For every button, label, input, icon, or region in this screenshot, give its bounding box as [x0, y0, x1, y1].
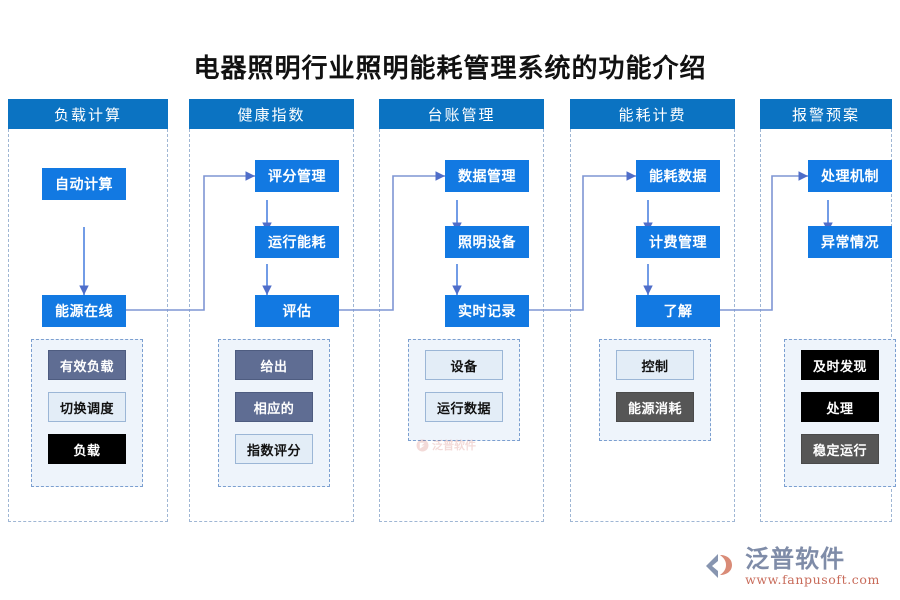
flow-box[interactable]: 处理机制: [808, 160, 892, 192]
tile[interactable]: 负载: [48, 434, 126, 464]
tile[interactable]: 切换调度: [48, 392, 126, 422]
flow-box[interactable]: 异常情况: [808, 226, 892, 258]
flow-box[interactable]: 运行能耗: [255, 226, 339, 258]
column-body: [189, 129, 354, 522]
column-health-index: 健康指数 评分管理 运行能耗 评估 给出 相应的 指数评分: [189, 99, 354, 522]
tile[interactable]: 能源消耗: [616, 392, 694, 422]
watermark-mark-icon: [416, 439, 429, 451]
flow-box[interactable]: 实时记录: [445, 295, 529, 327]
flowchart-board: 负载计算 自动计算 能源在线 有效负载 切换调度 负载 健康指数 评分管理 运行…: [8, 99, 896, 522]
flow-box[interactable]: 了解: [636, 295, 720, 327]
watermark-text: 泛普软件: [432, 440, 476, 452]
fanpu-logo-icon: [702, 548, 738, 584]
flow-box[interactable]: 评估: [255, 295, 339, 327]
column-body: [570, 129, 735, 522]
column-header[interactable]: 台账管理: [379, 99, 544, 129]
column-energy-billing: 能耗计费 能耗数据 计费管理 了解 控制 能源消耗: [570, 99, 735, 522]
sub-group: 控制 能源消耗: [599, 339, 711, 441]
brand-url: www.fanpusoft.com: [745, 571, 880, 587]
column-load-calculation: 负载计算 自动计算 能源在线 有效负载 切换调度 负载: [8, 99, 168, 522]
brand-logo: 泛普软件 www.fanpusoft.com: [702, 545, 880, 587]
column-body: [8, 129, 168, 522]
tile[interactable]: 设备: [425, 350, 503, 380]
sub-group: 给出 相应的 指数评分: [218, 339, 330, 487]
tile[interactable]: 指数评分: [235, 434, 313, 464]
flow-box[interactable]: 计费管理: [636, 226, 720, 258]
sub-group: 设备 运行数据: [408, 339, 520, 441]
brand-name: 泛普软件: [745, 545, 846, 573]
tile[interactable]: 有效负载: [48, 350, 126, 380]
flow-box[interactable]: 能源在线: [42, 295, 126, 327]
flow-box[interactable]: 照明设备: [445, 226, 529, 258]
watermark-logo: 泛普软件: [416, 437, 476, 453]
brand-texts: 泛普软件 www.fanpusoft.com: [745, 545, 880, 587]
column-header[interactable]: 能耗计费: [570, 99, 735, 129]
page-title: 电器照明行业照明能耗管理系统的功能介绍: [193, 54, 707, 84]
column-body: [760, 129, 892, 522]
flow-box[interactable]: 数据管理: [445, 160, 529, 192]
tile[interactable]: 稳定运行: [801, 434, 879, 464]
column-alarm-plan: 报警预案 处理机制 异常情况 及时发现 处理 稳定运行: [760, 99, 896, 522]
tile[interactable]: 处理: [801, 392, 879, 422]
tile[interactable]: 相应的: [235, 392, 313, 422]
column-header[interactable]: 报警预案: [760, 99, 892, 129]
tile[interactable]: 控制: [616, 350, 694, 380]
tile[interactable]: 及时发现: [801, 350, 879, 380]
column-header[interactable]: 负载计算: [8, 99, 168, 129]
flow-box[interactable]: 评分管理: [255, 160, 339, 192]
sub-group: 有效负载 切换调度 负载: [31, 339, 143, 487]
flow-box[interactable]: 能耗数据: [636, 160, 720, 192]
flow-box[interactable]: 自动计算: [42, 168, 126, 200]
sub-group: 及时发现 处理 稳定运行: [784, 339, 896, 487]
column-ledger-management: 台账管理 数据管理 照明设备 实时记录 设备 运行数据: [379, 99, 544, 522]
column-header[interactable]: 健康指数: [189, 99, 354, 129]
tile[interactable]: 给出: [235, 350, 313, 380]
column-body: [379, 129, 544, 522]
tile[interactable]: 运行数据: [425, 392, 503, 422]
